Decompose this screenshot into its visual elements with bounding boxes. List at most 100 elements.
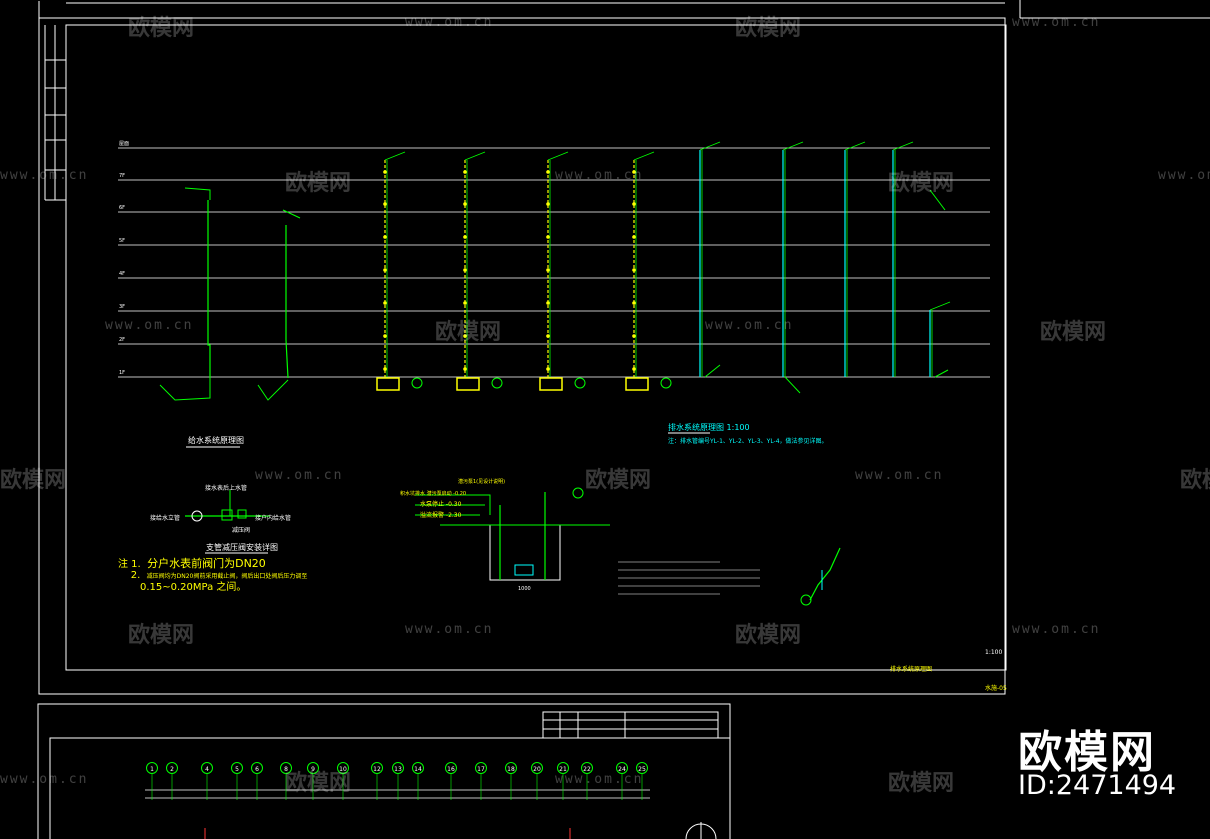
drawing-labels: 给水系统原理图 排水系统原理图 1:100 注：排水管编号YL-1、YL-2、Y… — [150, 422, 1007, 692]
axis-bubble — [392, 762, 404, 774]
riser-pipes — [282, 141, 951, 394]
riser-fitting — [383, 170, 387, 174]
riser-base — [625, 377, 649, 391]
axis-number: 12 — [373, 766, 381, 773]
scale-label: 1:100 — [985, 649, 1002, 656]
notes-line3: 0.15~0.20MPa 之间。 — [140, 582, 247, 593]
bottom-small-table — [542, 711, 719, 739]
notes-line2: 减压阀均为DN20阀前采用截止阀，阀后出口处阀后压力调至 — [146, 573, 308, 580]
axis-bubble — [505, 762, 517, 774]
watermark-url: www.om.cn — [0, 772, 89, 787]
riser-base — [539, 377, 563, 391]
axis-number: 2 — [170, 766, 174, 773]
detail-drawings — [145, 187, 841, 839]
axis-number: 1 — [150, 766, 154, 773]
riser-leader — [782, 141, 804, 151]
floor-label: 7F — [119, 173, 125, 179]
watermark-url: www.om.cn — [405, 15, 494, 30]
riser-fitting — [463, 235, 467, 239]
axis-number: 4 — [205, 766, 209, 773]
watermark-logo: 欧模网 — [128, 623, 195, 648]
riser-base — [456, 377, 480, 391]
axis-bubble — [636, 762, 648, 774]
axis-bubble — [146, 762, 158, 774]
watermark-logo: 欧模网 — [735, 16, 802, 41]
floor-label: 1F — [119, 370, 125, 376]
reducer-title: 支管减压阀安装详图 — [206, 542, 278, 552]
riser-fitting — [383, 235, 387, 239]
sheet-label: 排水系统原理图 — [890, 665, 932, 673]
riser-leader — [384, 151, 406, 161]
watermark-logo: 欧模网 — [1180, 468, 1210, 493]
riser-fitting — [546, 170, 550, 174]
riser-leader — [929, 301, 951, 311]
riser-fitting — [632, 235, 636, 239]
floor-label: 2F — [119, 337, 125, 343]
left-title-strip — [44, 25, 66, 201]
axis-bubble — [166, 762, 178, 774]
axis-bubble — [251, 762, 263, 774]
watermark-url: www.om.cn — [555, 772, 644, 787]
axis-number: 5 — [235, 766, 239, 773]
watermark-url: www.om.cn — [1158, 168, 1210, 183]
riser-marker — [411, 377, 423, 389]
riser-fitting — [383, 202, 387, 206]
riser-fitting — [383, 268, 387, 272]
riser-fitting — [546, 367, 550, 371]
floor-label: 4F — [119, 271, 125, 277]
riser-fitting — [383, 334, 387, 338]
watermark-logo: 欧模网 — [0, 468, 67, 493]
riser-outlet — [784, 376, 801, 394]
riser-base — [376, 377, 400, 391]
axis-number: 21 — [559, 766, 567, 773]
axis-bubble — [412, 762, 424, 774]
reducer-label-valve: 减压阀 — [232, 526, 250, 534]
watermark-url: www.om.cn — [1012, 15, 1101, 30]
axis-number: 13 — [394, 766, 402, 773]
watermark-logo: 欧模网 — [285, 771, 352, 796]
watermark-url: www.om.cn — [855, 468, 944, 483]
riser-fitting — [463, 202, 467, 206]
watermark-url: www.om.cn — [405, 622, 494, 637]
watermark-logo: 欧模网 — [285, 171, 352, 196]
watermark-url: www.om.cn — [0, 168, 89, 183]
brand-id: ID:2471494 — [1018, 770, 1177, 801]
riser-marker — [574, 377, 586, 389]
axis-bubble — [337, 762, 349, 774]
riser-marker — [491, 377, 503, 389]
watermark-logo: 欧模网 — [1040, 320, 1107, 345]
riser-leader — [929, 189, 946, 211]
notes-head: 注 1. — [118, 559, 141, 570]
riser-leader — [547, 151, 569, 161]
axis-number: 22 — [583, 766, 591, 773]
riser-fitting — [463, 268, 467, 272]
drainage-note: 注：排水管编号YL-1、YL-2、YL-3、YL-4，做法参见详图。 — [668, 437, 828, 445]
floor-lines — [118, 147, 990, 378]
reducer-label-riser: 接给水立管 — [150, 514, 180, 522]
axis-number: 17 — [477, 766, 485, 773]
riser-fitting — [632, 334, 636, 338]
watermark-logo: 欧模网 — [585, 468, 652, 493]
axis-number: 25 — [638, 766, 646, 773]
riser-leader — [699, 141, 721, 151]
riser-fitting — [546, 268, 550, 272]
floor-label: 6F — [119, 205, 125, 211]
riser-outlet — [704, 364, 721, 378]
pit-label-stop: 水泵停止 -0.30 — [420, 500, 462, 508]
riser-leader — [892, 141, 914, 151]
watermark-url: www.om.cn — [1012, 622, 1101, 637]
riser-fitting — [463, 301, 467, 305]
riser-leader — [464, 151, 486, 161]
reducer-label-downstream: 接户内给水管 — [255, 514, 291, 522]
axis-bubble — [581, 762, 593, 774]
notes-line1: 分户水表前阀门为DN20 — [147, 557, 266, 570]
water-supply-title: 给水系统原理图 — [188, 435, 244, 445]
floor-label: 3F — [119, 304, 125, 310]
riser-fitting — [463, 367, 467, 371]
watermark-url: www.om.cn — [555, 168, 644, 183]
axis-number: 6 — [255, 766, 259, 773]
axis-bubble — [280, 762, 292, 774]
axis-bubble — [201, 762, 213, 774]
axis-bubble — [475, 762, 487, 774]
